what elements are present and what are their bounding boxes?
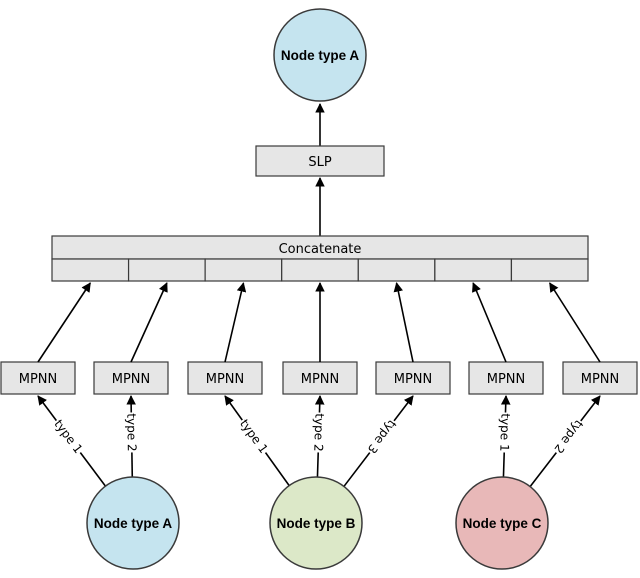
edge-label-bg (235, 415, 272, 458)
mpnn-to-concat-arrow (549, 282, 601, 363)
mpnn-to-concat-arrow (393, 282, 414, 363)
node-to-mpnn-arrows: type 1 type 2 type 1 type 2 type 3 type 1 type… (37, 395, 601, 488)
mpnn-label: MPNN (581, 372, 620, 387)
mpnn-box: MPNN (0, 361, 76, 395)
concatenate-slot (434, 258, 513, 282)
concatenate-slot (281, 258, 359, 282)
mpnn-to-concat-arrow (224, 282, 247, 363)
edge-label: type 1 (497, 413, 512, 452)
edge-label-group: type 2 (549, 416, 587, 457)
mpnn-to-concat-arrow (130, 282, 168, 363)
mpnn-to-concat-arrow (472, 282, 507, 363)
mpnn-to-concat-arrows (37, 282, 601, 363)
edge-label-group: type 1 (235, 415, 272, 458)
mpnn-label: MPNN (487, 372, 526, 387)
edge-label-bg (49, 416, 86, 458)
top-node-label: Node type A (281, 48, 360, 63)
bottom-node-type-c: Node type C (455, 476, 549, 570)
bottom-node-b-circle (269, 476, 363, 570)
edge-label-group: type 2 (123, 412, 139, 453)
bottom-node-type-a: Node type A (86, 476, 180, 570)
mpnn-box: MPNN (282, 361, 358, 395)
slp-box: SLP (255, 145, 385, 177)
bottom-node-c-label: Node type C (463, 516, 542, 531)
mpnn-rect (282, 361, 358, 395)
top-node-circle (273, 8, 367, 102)
mpnn-label: MPNN (301, 372, 340, 387)
concatenate-label: Concatenate (279, 242, 362, 257)
mpnn-box: MPNN (375, 361, 451, 395)
slp-label: SLP (308, 155, 331, 170)
edge-label-group: type 1 (49, 416, 86, 458)
edge-label-bg (310, 412, 327, 453)
bottom-node-a-label: Node type A (94, 516, 173, 531)
mpnn-rect (562, 361, 638, 395)
edge-label: type 2 (124, 413, 139, 451)
edge-label: type 2 (551, 417, 585, 456)
edge-label: type 1 (237, 417, 271, 456)
concatenate-slot (127, 258, 206, 282)
edge-label-bg (123, 412, 139, 453)
bottom-node-type-b: Node type B (269, 476, 363, 570)
concatenate-box: Concatenate (51, 235, 589, 282)
edge-label-group: type 3 (363, 415, 400, 457)
top-node-type-a: Node type A (273, 8, 367, 102)
mpnn-label: MPNN (394, 372, 433, 387)
edge-label-group: type 1 (496, 412, 513, 453)
edge-label: type 3 (365, 417, 399, 456)
concatenate-slot (204, 258, 283, 282)
edge-label-group: type 2 (310, 412, 327, 453)
mpnn-box: MPNN (468, 361, 544, 395)
mpnn-to-concat-arrow (37, 282, 91, 363)
mpnn-box: MPNN (93, 361, 169, 395)
bottom-node-c-circle (455, 476, 549, 570)
mpnn-row: MPNN MPNN MPNN MPNN MPNN MPNN MPNN (0, 361, 638, 395)
edge-label: type 2 (311, 413, 326, 452)
mpnn-label: MPNN (206, 372, 245, 387)
bottom-node-b-label: Node type B (277, 516, 356, 531)
concatenate-slot (51, 258, 130, 282)
edge-label: type 1 (51, 417, 85, 456)
mpnn-box: MPNN (187, 361, 263, 395)
mpnn-rect (0, 361, 76, 395)
edge-label-bg (363, 415, 400, 457)
edge-label-bg (549, 416, 587, 457)
bottom-node-a-circle (86, 476, 180, 570)
mpnn-box: MPNN (562, 361, 638, 395)
concatenate-slots (51, 258, 589, 282)
edge-label-bg (496, 412, 513, 453)
concatenate-slot (357, 258, 436, 282)
concatenate-slot (510, 258, 589, 282)
slp-rect (255, 145, 385, 177)
mpnn-label: MPNN (112, 372, 151, 387)
mpnn-label: MPNN (19, 372, 58, 387)
mpnn-rect (93, 361, 169, 395)
